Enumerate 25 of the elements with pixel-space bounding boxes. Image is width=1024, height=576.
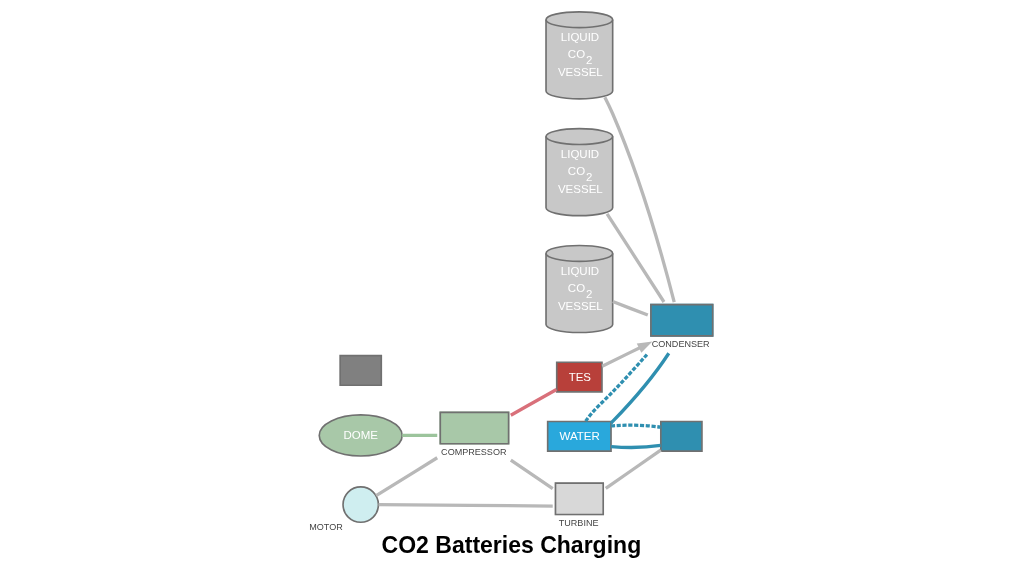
node-label: TURBINE <box>558 517 599 528</box>
connector <box>584 352 650 423</box>
node-label: MOTOR <box>309 521 343 532</box>
caption: CO2 Batteries Charging <box>381 532 642 559</box>
connector <box>612 300 649 317</box>
connector <box>605 212 666 303</box>
node-box <box>339 354 383 387</box>
node-label: COMPRESSOR <box>441 447 507 458</box>
connector <box>509 458 554 490</box>
node-circle <box>342 486 380 524</box>
connector <box>611 443 661 450</box>
arrow <box>601 341 653 368</box>
node-label: CONDENSER <box>651 339 710 350</box>
connector <box>378 503 553 508</box>
connector <box>402 433 438 438</box>
connector <box>604 448 662 490</box>
connector <box>609 352 671 425</box>
node-ellipse: DOME <box>318 414 404 457</box>
node-box: TES <box>555 361 603 393</box>
node-box: WATER <box>546 420 612 452</box>
node-box <box>660 420 703 452</box>
connector <box>375 456 439 497</box>
connector <box>510 388 558 417</box>
connector <box>611 423 661 429</box>
connector <box>603 96 676 303</box>
